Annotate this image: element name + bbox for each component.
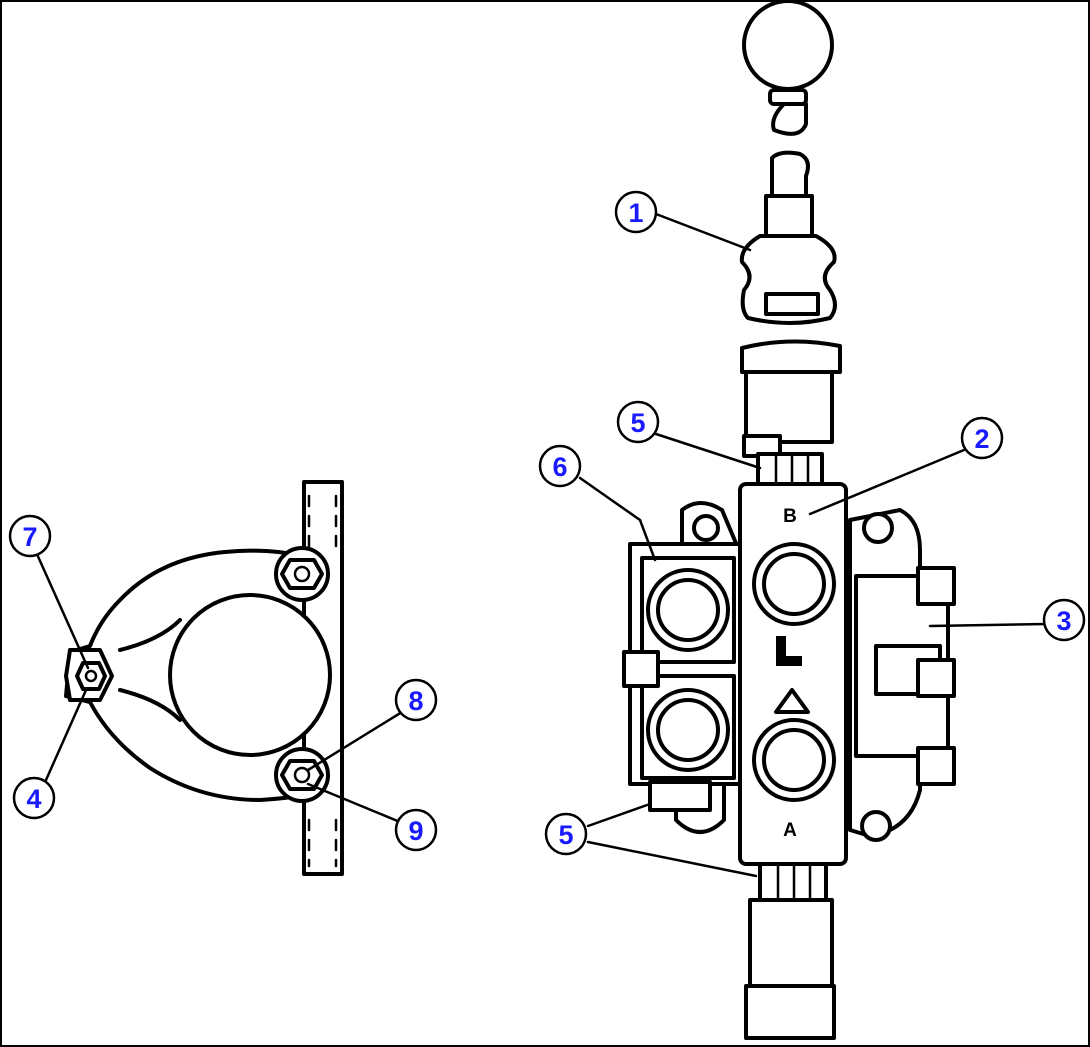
callout-2: 2 xyxy=(960,416,1004,460)
nut-left xyxy=(64,648,114,702)
lever-knob xyxy=(742,0,834,91)
svg-text:7: 7 xyxy=(22,522,37,552)
svg-text:3: 3 xyxy=(1056,606,1071,636)
callout-9: 9 xyxy=(394,808,438,852)
control-valve: B A xyxy=(622,0,956,1040)
svg-text:8: 8 xyxy=(408,686,423,716)
svg-text:5: 5 xyxy=(558,820,573,850)
svg-text:1: 1 xyxy=(628,198,643,228)
svg-text:5: 5 xyxy=(630,408,645,438)
callout-1: 1 xyxy=(614,190,658,234)
callout-6: 6 xyxy=(538,444,582,488)
svg-text:9: 9 xyxy=(408,816,423,846)
callout-8: 8 xyxy=(394,678,438,722)
nut-top xyxy=(280,558,324,590)
svg-text:2: 2 xyxy=(974,424,989,454)
callout-7: 7 xyxy=(8,514,52,558)
svg-text:4: 4 xyxy=(26,784,41,814)
callout-5-bottom: 5 xyxy=(544,812,588,856)
mounting-bracket xyxy=(64,480,344,876)
port-a-label: A xyxy=(783,820,797,841)
callout-5-top: 5 xyxy=(616,400,660,444)
leader-lines xyxy=(34,212,1048,878)
callout-3: 3 xyxy=(1042,598,1086,642)
callout-4: 4 xyxy=(12,776,56,820)
rubber-boot xyxy=(739,234,837,325)
port-b-label: B xyxy=(783,506,797,527)
svg-text:6: 6 xyxy=(552,452,567,482)
